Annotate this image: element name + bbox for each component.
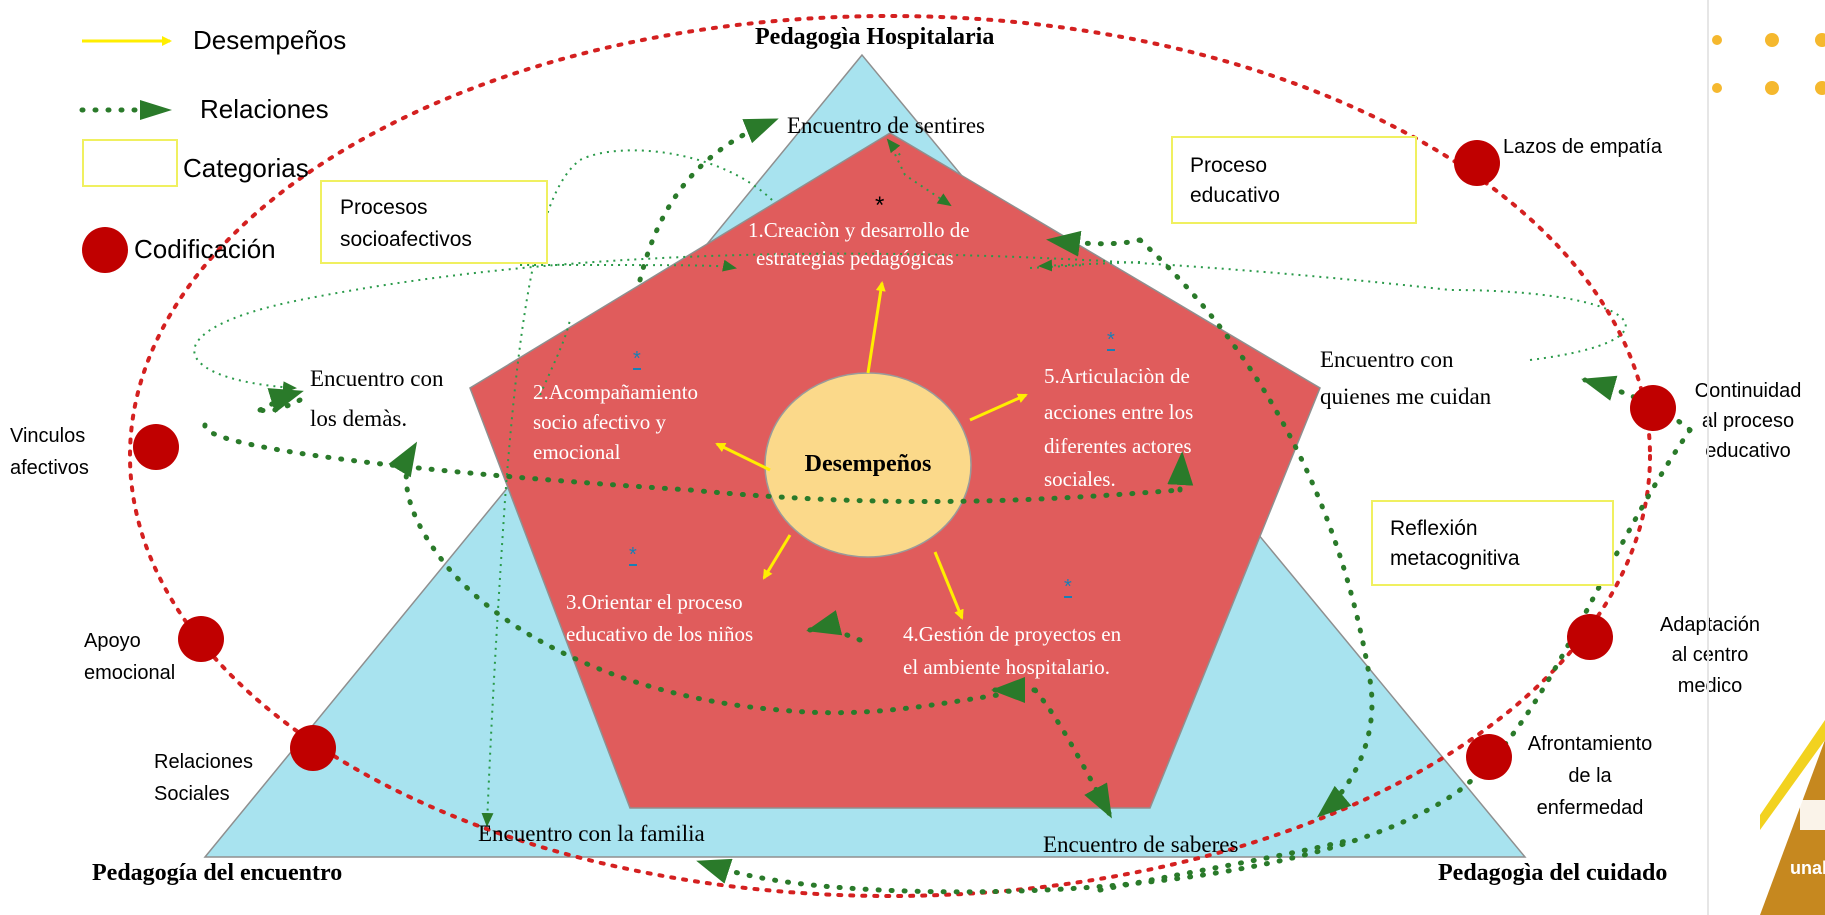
- code-afrontamiento-line-1: Afrontamiento: [1527, 733, 1653, 755]
- slide-decoration: [1712, 33, 1825, 915]
- performance-2-line-3: emocional: [533, 440, 621, 464]
- coding-dot-relaciones: [290, 725, 336, 771]
- performance-5-line-2: acciones entre los: [1044, 400, 1194, 424]
- center-label: Desempeños: [804, 451, 932, 477]
- star-mark: *: [875, 192, 885, 219]
- performance-3-line-2: educativo de los niños: [566, 622, 754, 646]
- legend-lines: [79, 36, 172, 120]
- code-relaciones-line-1: Relaciones: [154, 751, 253, 773]
- performance-1-line-1: 1.Creaciòn y desarrollo de: [748, 218, 970, 242]
- encounter-demas-line-2: los demàs.: [310, 406, 408, 431]
- category-educational-line-1: Proceso: [1190, 154, 1268, 177]
- star-mark: *: [633, 348, 641, 370]
- performance-5-line-3: diferentes actores: [1044, 434, 1192, 458]
- code-continuidad-line-2: al proceso: [1701, 410, 1795, 432]
- coding-dot-lazos: [1454, 140, 1500, 186]
- category-educational-box: [1171, 136, 1417, 224]
- category-educational-line-2: educativo: [1190, 184, 1280, 207]
- performance-4-line-2: el ambiente hospitalario.: [903, 655, 1111, 679]
- encounter-cuidan-line-2: quienes me cuidan: [1320, 384, 1492, 409]
- encounter-saberes: Encuentro de saberes: [1043, 832, 1239, 857]
- legend-coding-dot: [82, 227, 128, 273]
- legend-relations-label: Relaciones: [200, 94, 329, 124]
- coding-dot-adaptacion: [1567, 614, 1613, 660]
- performance-arrows: [715, 281, 1028, 620]
- corner-top-label: Pedagogìa Hospitalaria: [755, 24, 995, 50]
- code-afrontamiento-line-2: de la: [1568, 765, 1612, 787]
- code-continuidad-line-3: educativo: [1705, 440, 1791, 462]
- code-lazos-label: Lazos de empatía: [1503, 136, 1662, 158]
- code-adaptacion-line-3: medico: [1677, 675, 1743, 697]
- legend-category-swatch: [82, 139, 178, 187]
- performance-5-line-1: 5.Articulaciòn de: [1044, 364, 1190, 388]
- encounter-demas-line-1: Encuentro con: [310, 366, 444, 391]
- category-socioaffective-line-2: socioafectivos: [340, 228, 472, 251]
- category-metacognitive-line-1: Reflexión: [1390, 517, 1478, 540]
- coding-dot-afrontamiento: [1466, 734, 1512, 780]
- category-metacognitive-box: [1371, 500, 1614, 586]
- legend-performances-label: Desempeños: [193, 25, 347, 55]
- performance-5-line-4: sociales.: [1044, 467, 1116, 491]
- encounter-familia: Encuentro con la familia: [478, 821, 705, 846]
- code-adaptacion-line-2: al centro: [1671, 644, 1749, 666]
- relation-lines-thin: [193, 138, 1627, 827]
- code-continuidad-line-1: Continuidad: [1694, 380, 1802, 402]
- coding-dot-vinculos: [133, 424, 179, 470]
- slide-edge-divider: [1707, 0, 1709, 915]
- code-vinculos-line-1: Vinculos: [10, 425, 86, 447]
- category-socioaffective-box: [320, 180, 548, 264]
- legend-categories-label: Categorias: [183, 153, 309, 183]
- coding-dot-apoyo: [178, 616, 224, 662]
- encounter-sentires: Encuentro de sentires: [787, 113, 985, 138]
- code-relaciones-line-2: Sociales: [154, 783, 230, 805]
- code-vinculos-line-2: afectivos: [10, 457, 89, 479]
- performance-3-line-1: 3.Orientar el proceso: [566, 590, 743, 614]
- star-mark: *: [1107, 329, 1115, 351]
- corner-bottom-right-label: Pedagogìa del cuidado: [1438, 860, 1668, 886]
- corner-bottom-left-label: Pedagogía del encuentro: [92, 860, 343, 886]
- code-afrontamiento-line-3: enfermedad: [1536, 797, 1644, 819]
- encounter-cuidan-line-1: Encuentro con: [1320, 347, 1454, 372]
- star-mark: *: [629, 544, 637, 566]
- performance-2-line-1: 2.Acompañamiento: [533, 380, 699, 404]
- performance-4-line-1: 4.Gestión de proyectos en: [903, 622, 1122, 646]
- performance-1-line-2: estrategias pedagógicas: [756, 246, 954, 270]
- code-adaptacion-line-1: Adaptación: [1659, 614, 1761, 636]
- star-mark: *: [1064, 576, 1072, 598]
- code-apoyo-line-1: Apoyo: [84, 630, 141, 652]
- code-apoyo-line-2: emocional: [84, 662, 176, 684]
- category-metacognitive-line-2: metacognitiva: [1390, 547, 1520, 570]
- coding-dot-continuidad: [1630, 385, 1676, 431]
- category-socioaffective-line-1: Procesos: [340, 196, 428, 219]
- logo-text: unal: [1790, 858, 1825, 878]
- performance-2-line-2: socio afectivo y: [533, 410, 666, 434]
- coding-ellipse: [128, 14, 1652, 898]
- legend-coding-label: Codificación: [134, 234, 276, 264]
